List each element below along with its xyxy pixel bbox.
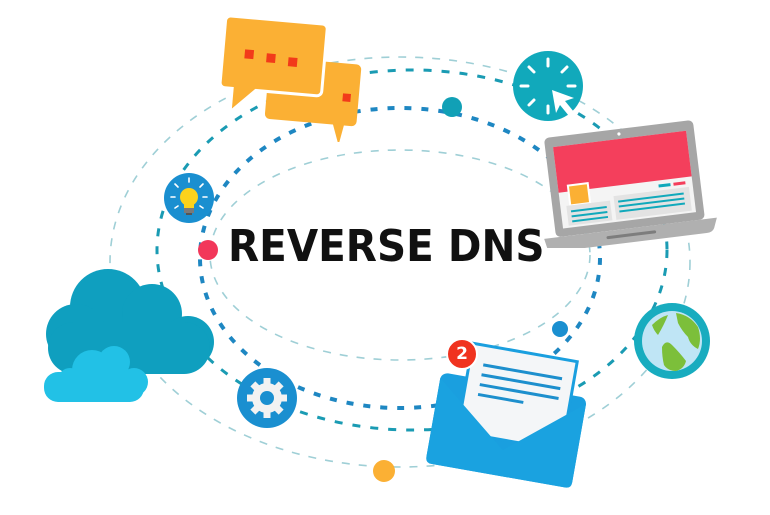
blue-dot xyxy=(552,321,568,337)
badge-count: 2 xyxy=(456,343,468,364)
notification-badge: 2 xyxy=(446,338,478,370)
cloud-icon xyxy=(44,269,214,402)
page-title: REVERSE DNS xyxy=(228,221,545,272)
envelope-icon xyxy=(426,341,587,488)
gear-icon xyxy=(237,368,297,428)
clock-cursor-icon xyxy=(513,51,583,121)
chat-bubbles-icon xyxy=(218,14,362,142)
laptop-icon xyxy=(544,120,717,248)
red-dot xyxy=(198,240,218,260)
globe-icon xyxy=(634,303,710,379)
lightbulb-icon xyxy=(164,173,214,223)
orange-dot xyxy=(373,460,395,482)
teal-dot xyxy=(442,97,462,117)
